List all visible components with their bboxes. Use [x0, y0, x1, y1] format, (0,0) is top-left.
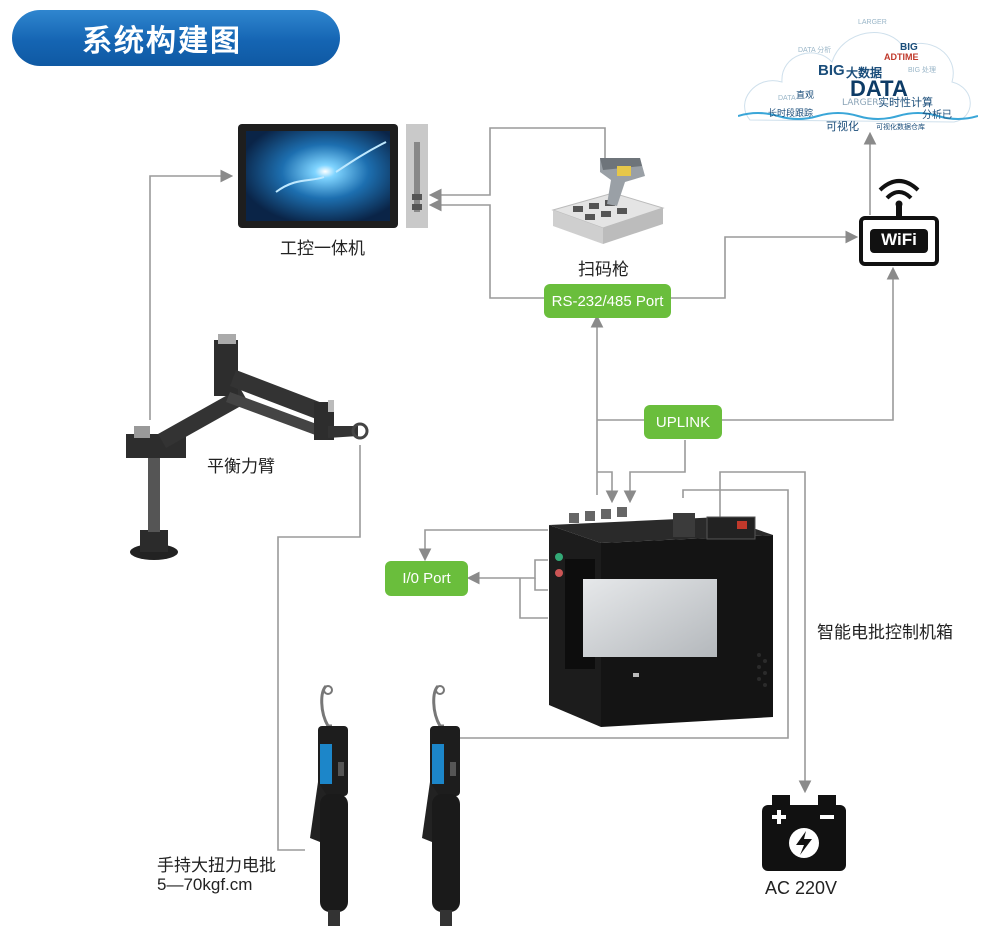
balance-arm-image [118, 330, 378, 570]
panel-pc-label: 工控一体机 [280, 239, 365, 259]
screwdriver-label-2: 5—70kgf.cm [157, 875, 253, 894]
cloud-data: DATA [850, 76, 908, 101]
cloud-adtime: ADTIME [884, 52, 919, 62]
cloud-big-2: BIG [900, 42, 918, 53]
screwdriver-1-image [298, 682, 358, 930]
cloud-db: 可视化数据仓库 [876, 123, 925, 131]
wifi-signal-icon [859, 179, 939, 266]
big-data-cloud: LARGER DATA 分析 DATA BIG 处理 BIG 大数据 ADTIM… [737, 12, 979, 142]
cloud-shuju: 大数据 [846, 66, 883, 80]
cloud-big-1: BIG [818, 62, 845, 79]
uplink-node: UPLINK [644, 405, 722, 439]
svg-text:BIG 处理: BIG 处理 [908, 65, 936, 74]
panel-pc-image [236, 122, 432, 230]
power-label: AC 220V [765, 878, 838, 898]
screwdriver-2-image [410, 682, 470, 930]
screwdriver-label-1: 手持大扭力电批 [157, 856, 276, 876]
svg-text:LARGER: LARGER [858, 19, 887, 26]
svg-text:DATA 分析: DATA 分析 [798, 45, 831, 54]
wifi-router: WiFi [858, 168, 940, 268]
balance-arm-label: 平衡力臂 [207, 457, 275, 477]
io-port-node: I/0 Port [385, 561, 468, 596]
cloud-visual: 可视化 [826, 120, 859, 133]
rs-port-node: RS-232/485 Port [544, 284, 671, 318]
scanner-label: 扫码枪 [578, 260, 629, 280]
cloud-larger: LARGER [842, 98, 879, 108]
controller-label: 智能电批控制机箱 [817, 623, 953, 643]
svg-text:DATA: DATA [778, 95, 796, 102]
cloud-realtime: 实时性计算 [878, 96, 933, 109]
wifi-badge: WiFi [881, 230, 917, 249]
cloud-zhiguan: 直观 [796, 91, 815, 101]
controller-box-image [545, 495, 777, 730]
cloud-analysis: 分析已 [922, 110, 952, 121]
scanner-image [545, 148, 670, 248]
battery-icon [760, 793, 848, 873]
page-title: 系统构建图 [12, 10, 340, 66]
cloud-longtrack: 长时段跟踪 [768, 109, 814, 119]
